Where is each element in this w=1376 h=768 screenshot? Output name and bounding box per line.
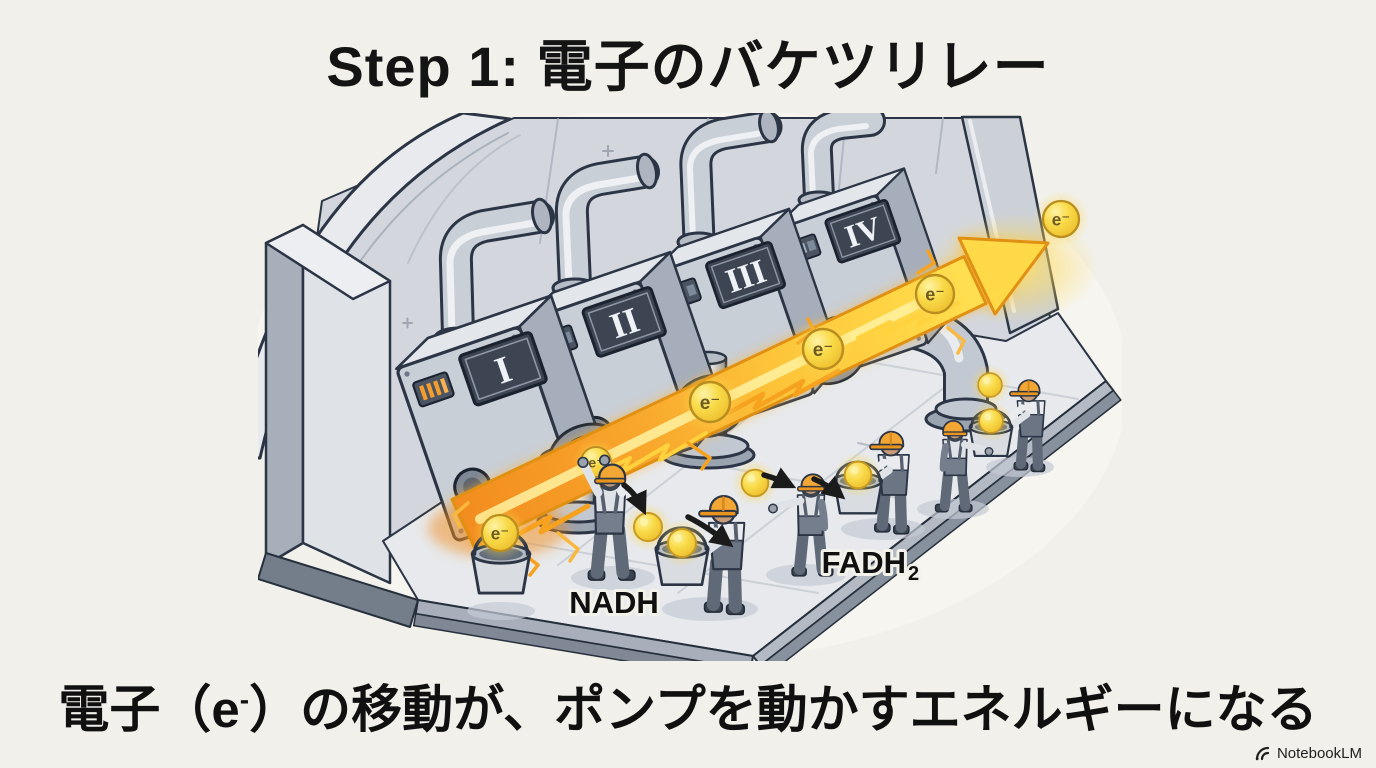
watermark-label: NotebookLM xyxy=(1276,745,1362,762)
label-fadh2-subscript: 2 xyxy=(908,563,919,585)
pass-arrow xyxy=(761,467,797,489)
pass-arrow xyxy=(621,482,647,516)
glowing-ball xyxy=(834,451,882,499)
page-title: Step 1: 電子のバケツリレー xyxy=(326,35,1050,98)
pump-pipes xyxy=(433,113,886,352)
electron-ball xyxy=(904,263,966,325)
glowing-ball xyxy=(969,399,1013,443)
platform-edge-left-lower xyxy=(412,613,703,661)
pass-arrow xyxy=(685,514,734,548)
glowing-ball xyxy=(731,459,779,507)
notebooklm-icon xyxy=(1255,746,1270,761)
glowing-ball xyxy=(968,363,1012,407)
glowing-ball xyxy=(657,518,707,568)
electron-ball xyxy=(1031,189,1091,249)
pass-arrows xyxy=(621,467,846,548)
caption-pre: 電子（e xyxy=(58,681,240,738)
pass-arrow xyxy=(811,475,846,500)
caption: 電子（e-）の移動が、ポンプを動かすエネルギーになる xyxy=(0,668,1376,742)
electron-ball xyxy=(470,503,530,563)
electron-ball xyxy=(677,369,743,435)
left-pillar xyxy=(258,223,419,628)
caption-post: ）の移動が、ポンプを動かすエネルギーになる xyxy=(249,681,1318,738)
illustration-canvas: e⁻ xyxy=(258,113,1122,661)
electron-ball xyxy=(790,316,856,382)
label-nadh: NADH xyxy=(569,585,659,620)
caption-superscript: - xyxy=(239,684,250,715)
watermark: NotebookLM xyxy=(1255,745,1362,762)
beam-arrowhead xyxy=(957,236,1050,316)
label-fadh2-base: FADH xyxy=(822,545,906,580)
